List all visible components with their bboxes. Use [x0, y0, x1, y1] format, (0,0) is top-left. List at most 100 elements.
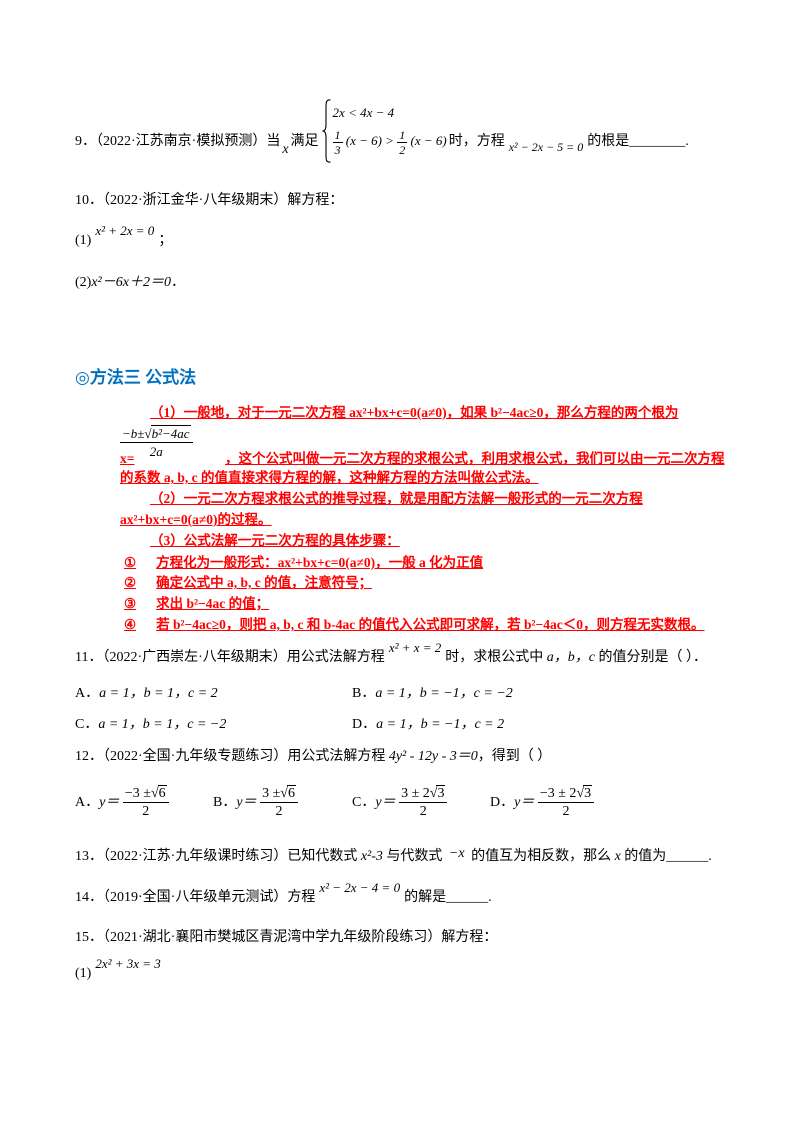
problem-13-text-1: 与代数式	[382, 849, 446, 864]
problem-15-equation-1: 2x² + 3x = 3	[95, 956, 161, 971]
step-text: 确定公式中 a, b, c 的值，注意符号；	[156, 575, 373, 590]
problem-9-condition-label: 满足	[290, 134, 319, 149]
part-label: (2)	[75, 275, 92, 290]
problem-9-suffix: 的根是________.	[587, 134, 689, 149]
problem-12-equation: 4y² - 12y - 3＝0	[388, 749, 478, 764]
problem-10-title: 10．（2022·浙江金华·八年级期末）解方程：	[75, 193, 344, 208]
option-a: A．a = 1，b = 1，c = 2	[75, 684, 218, 704]
option-numerator: −3 ±√6	[122, 785, 169, 804]
fraction-denominator: 3	[334, 142, 341, 157]
step-number: ②	[124, 575, 137, 590]
note-2: （2）一元二次方程求根公式的推导过程，就是用配方法解一般形式的一元二次方程	[150, 491, 643, 506]
note-3: （3）公式法解一元二次方程的具体步骤：	[150, 533, 400, 548]
numerator-pre: 3 ±	[262, 786, 281, 802]
problem-11-prefix: 11．（2022·广西崇左·八年级期末）用公式法解方程	[75, 650, 385, 665]
option-label: A．	[75, 795, 100, 810]
fraction-denominator: 2	[399, 142, 406, 157]
problem-12-prefix: 12．（2022·全国·九年级专题练习）用公式法解方程	[75, 749, 389, 764]
note-2-end: ax²+bx+c=0(a≠0)的过程。	[120, 512, 272, 527]
problem-10-part-1: (1)x² + 2x = 0；	[75, 223, 173, 251]
problem-9-prefix: 9．（2022·江苏南京·模拟预测）当	[75, 134, 281, 149]
option-variable: y＝	[514, 795, 535, 810]
radical-sign: √	[576, 786, 585, 802]
problem-12-suffix: ，得到（ ）	[477, 749, 552, 764]
problem-14-prefix: 14．（2019·全国·八年级单元测试）方程	[75, 890, 316, 905]
part-end: ．	[170, 275, 185, 290]
option-b: B．a = 1，b = −1，c = −2	[352, 684, 513, 704]
option-d: D．a = 1，b = −1，c = 2	[352, 715, 504, 735]
note-1-end: 的系数 a, b, c 的值直接求得方程的解，这种解方程的方法叫做公式法。	[120, 470, 539, 485]
option-label: B．	[213, 795, 237, 810]
step-text: 求出 b²−4ac 的值；	[156, 596, 270, 611]
section-title: ◎方法三 公式法	[75, 368, 197, 387]
problem-15-part-1: (1)2x² + 3x = 3	[75, 956, 165, 984]
option-variable: y＝	[375, 795, 396, 810]
option-denominator: 2	[142, 804, 150, 820]
step-2: ② 确定公式中 a, b, c 的值，注意符号；	[120, 573, 372, 593]
numerator-pre: −3 ± 2	[539, 786, 577, 802]
note-1-continued: ，这个公式叫做一元二次方程的求根公式，利用求根公式，我们可以由一元二次方程	[225, 451, 725, 466]
problem-9-variable: x	[282, 142, 289, 157]
option-numerator: 3 ± 2√3	[399, 785, 448, 804]
problem-10-equation-1: x² + 2x = 0	[95, 223, 155, 238]
step-text: 方程化为一般形式：ax²+bx+c=0(a≠0)，一般 a 化为正值	[156, 555, 484, 570]
option-label: B．	[352, 686, 376, 701]
problem-13-text-3: 的值为______.	[620, 849, 712, 864]
problem-11-variables: a，b，c	[546, 650, 596, 665]
formula-numerator: −b±√b²−4ac	[120, 425, 193, 443]
problem-13-prefix: 13．（2022·江苏·九年级课时练习）已知代数式	[75, 849, 361, 864]
part-end: ；	[158, 233, 173, 248]
problem-13-text-2: 的值互为相反数，那么	[467, 849, 615, 864]
problem-14-equation: x² − 2x − 4 = 0	[319, 880, 401, 895]
problem-11-equation: x² + x = 2	[388, 640, 442, 655]
option-denominator: 2	[419, 804, 427, 820]
radicand: 6	[286, 785, 296, 802]
note-1: （1）一般地，对于一元二次方程 ax²+bx+c=0(a≠0)，如果 b²−4a…	[150, 405, 679, 420]
problem-13-expression-2: −x	[448, 846, 465, 861]
problem-13-expression-1: x²-3	[360, 849, 383, 864]
problem-12: 12．（2022·全国·九年级专题练习）用公式法解方程 4y² - 12y - …	[75, 747, 551, 767]
numerator-pre: −3 ±	[124, 786, 151, 802]
fraction-numerator: 1	[332, 127, 343, 143]
problem-9-mid-text: 时，方程	[448, 134, 505, 149]
radicand: 6	[157, 785, 167, 802]
radical-sign: √	[144, 426, 152, 441]
formula-radicand: b²−4ac	[150, 425, 191, 441]
option-text: a = 1，b = −1，c = 2	[376, 717, 505, 732]
step-number: ③	[124, 596, 137, 611]
option-numerator: 3 ±√6	[260, 785, 298, 804]
step-number: ①	[124, 555, 137, 570]
problem-14: 14．（2019·全国·八年级单元测试）方程x² − 2x − 4 = 0的解是…	[75, 880, 492, 908]
option-label: D．	[352, 717, 377, 732]
problem-15-title: 15．（2021·湖北·襄阳市樊城区青泥湾中学九年级阶段练习）解方程：	[75, 930, 498, 945]
formula-denominator: 2a	[149, 444, 163, 459]
problem-9-equation: x² − 2x − 5 = 0	[508, 140, 584, 154]
step-3: ③ 求出 b²−4ac 的值；	[120, 594, 269, 614]
radical-sign: √	[280, 786, 288, 802]
part-label: (1)	[75, 233, 92, 248]
problem-10-part-2: (2)x²－6x＋2＝0．	[75, 273, 185, 293]
step-1: ① 方程化为一般形式：ax²+bx+c=0(a≠0)，一般 a 化为正值	[120, 553, 483, 573]
problem-11-suffix-2: 的值分别是（ ）．	[595, 650, 708, 665]
option-label: A．	[75, 686, 100, 701]
problem-13: 13．（2022·江苏·九年级课时练习）已知代数式 x²-3 与代数式 −x 的…	[75, 846, 712, 867]
option-c: C．a = 1，b = 1，c = −2	[75, 715, 226, 735]
part-label: (1)	[75, 966, 92, 981]
option-denominator: 2	[562, 804, 570, 820]
option-numerator: −3 ± 2√3	[537, 785, 595, 804]
option-text: a = 1，b = −1，c = −2	[375, 686, 513, 701]
